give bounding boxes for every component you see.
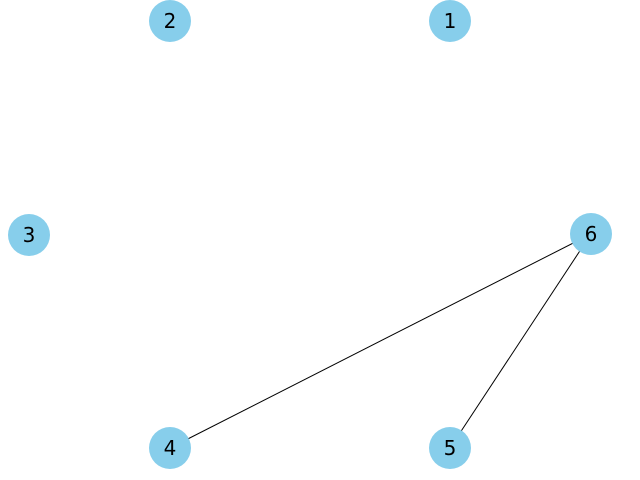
node-circle-4: [149, 427, 191, 469]
node-circle-2: [149, 0, 191, 42]
node-circle-3: [8, 214, 50, 256]
node-circle-1: [429, 0, 471, 42]
node-1: 1: [429, 0, 471, 42]
edge-4-6: [169, 233, 592, 449]
node-circle-6: [570, 213, 612, 255]
node-2: 2: [149, 0, 191, 42]
node-3: 3: [8, 214, 50, 256]
edge-5-6: [449, 233, 592, 449]
node-6: 6: [570, 213, 612, 255]
node-5: 5: [429, 427, 471, 469]
node-circle-5: [429, 427, 471, 469]
node-4: 4: [149, 427, 191, 469]
